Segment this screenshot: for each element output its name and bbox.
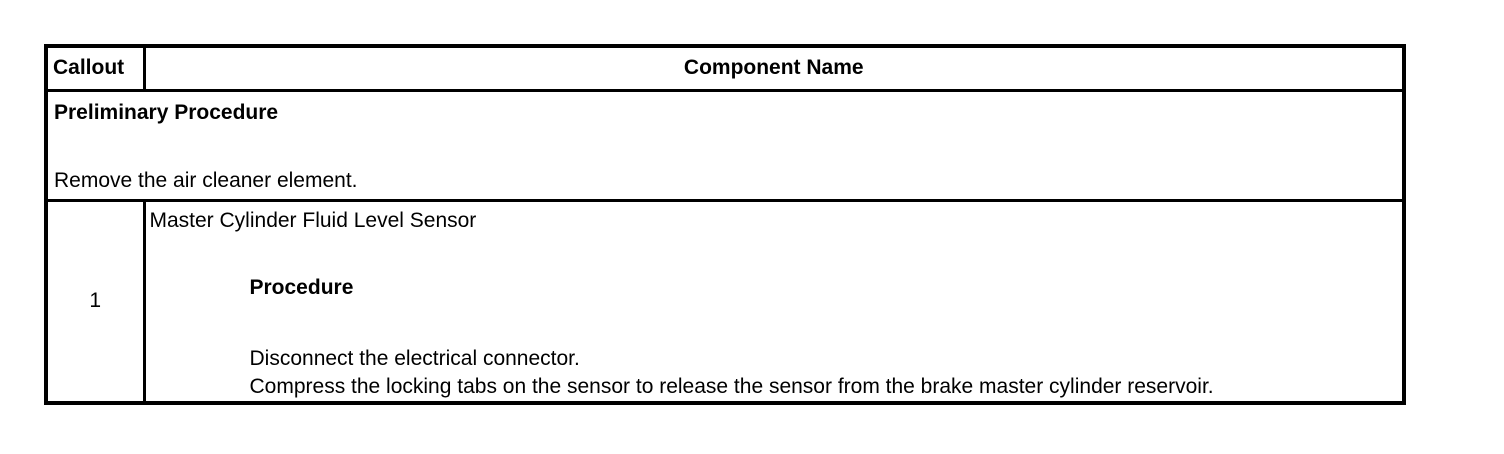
callout-number: 1 [44,198,146,405]
callout-column-header: Callout [44,44,146,92]
procedure-title: Procedure [249,275,354,299]
preliminary-procedure-row: Preliminary Procedure Remove the air cle… [44,88,1406,202]
component-name-column-header: Component Name [142,44,1406,92]
table-row: 1 Master Cylinder Fluid Level Sensor Pro… [44,198,1406,405]
preliminary-procedure-step: Remove the air cleaner element. [54,168,358,192]
procedure-steps: Disconnect the electrical connector. Com… [250,345,1214,401]
component-cell: Master Cylinder Fluid Level Sensor Proce… [142,198,1406,405]
procedure-step: Compress the locking tabs on the sensor … [249,374,1214,398]
preliminary-procedure-title: Preliminary Procedure [54,100,279,124]
table-header-row: Callout Component Name [44,44,1406,92]
preliminary-procedure-cell: Preliminary Procedure Remove the air cle… [44,88,1406,202]
procedure-step: Disconnect the electrical connector. [249,346,580,370]
component-name: Master Cylinder Fluid Level Sensor [149,208,477,232]
component-table: Callout Component Name Preliminary Proce… [44,44,1406,405]
